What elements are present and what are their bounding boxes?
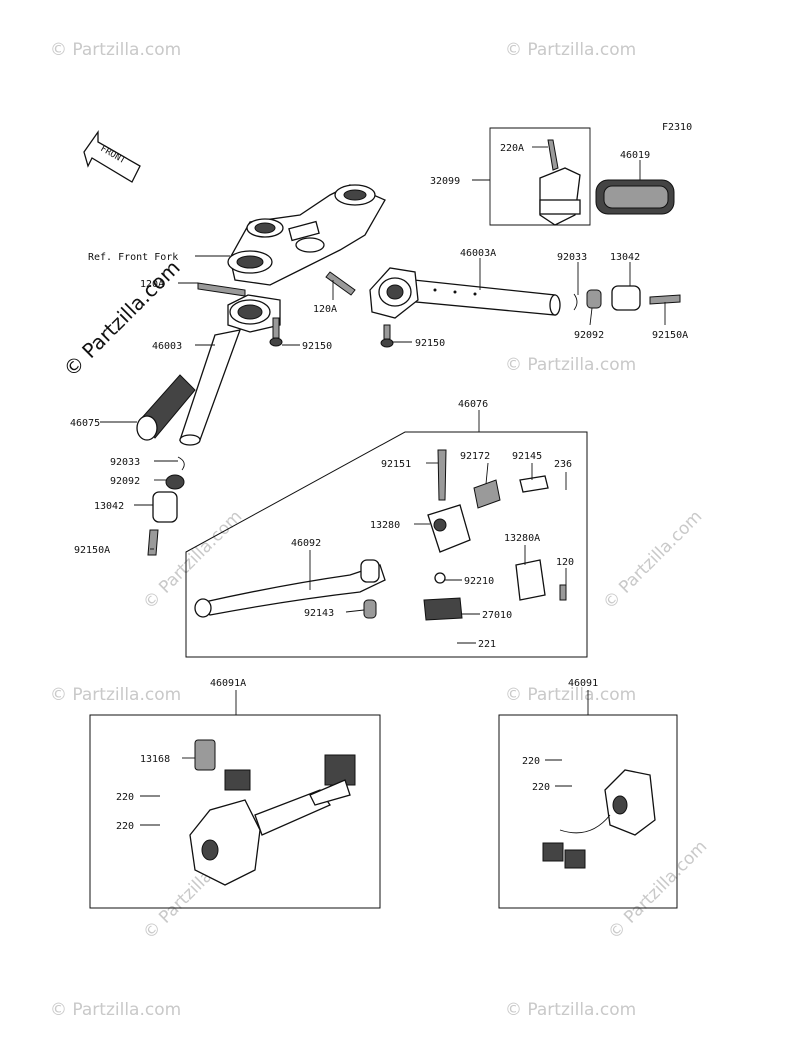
label-46076: 46076: [458, 399, 488, 410]
label-13042: 13042: [610, 252, 640, 263]
label-120: 120: [556, 557, 574, 568]
label-220A: 220A: [500, 143, 524, 154]
watermark: © Partzilla.com: [505, 40, 636, 60]
throttle-assembly: [539, 139, 675, 226]
label-92143: 92143: [304, 608, 334, 619]
front-arrow-icon: FRONT: [83, 129, 141, 183]
figure-code: F2310: [662, 122, 692, 133]
label-46003: 46003: [152, 341, 182, 352]
label-13168: 13168: [140, 754, 170, 765]
label-220: 220: [116, 821, 134, 832]
label-92150A: 92150A: [652, 330, 688, 341]
label-220: 220: [522, 756, 540, 767]
left-switch-housing: [189, 739, 356, 886]
watermark: © Partzilla.com: [505, 355, 636, 375]
label-92092: 92092: [110, 476, 140, 487]
left-handlebar: [179, 294, 281, 446]
watermark: © Partzilla.com: [599, 507, 706, 614]
label-46019: 46019: [620, 150, 650, 161]
label-92150: 92150: [415, 338, 445, 349]
label-46003A: 46003A: [460, 248, 496, 259]
label-13042: 13042: [94, 501, 124, 512]
label-92150A: 92150A: [74, 545, 110, 556]
watermark: © Partzilla.com: [50, 685, 181, 705]
label-32099: 32099: [430, 176, 460, 187]
part-labels: 32099 220A 46019 Ref. Front Fork 46003A …: [70, 143, 688, 832]
label-92145: 92145: [512, 451, 542, 462]
right-bar-end-parts: [573, 285, 681, 311]
watermark-large: © Partzilla.com: [59, 255, 185, 381]
label-120A: 120A: [140, 279, 164, 290]
lever-assembly-box: [185, 431, 588, 658]
bolts: [197, 271, 394, 348]
label-27010: 27010: [482, 610, 512, 621]
watermark: © Partzilla.com: [50, 40, 181, 60]
label-92092: 92092: [574, 330, 604, 341]
watermark: © Partzilla.com: [505, 1000, 636, 1020]
left-switch-box: [89, 714, 381, 909]
label-13280: 13280: [370, 520, 400, 531]
watermark: © Partzilla.com: [50, 1000, 181, 1020]
right-handlebar: [369, 267, 561, 319]
label-92150: 92150: [302, 341, 332, 352]
label-220: 220: [532, 782, 550, 793]
label-236: 236: [554, 459, 572, 470]
left-bar-end-parts: [147, 456, 185, 556]
label-46075: 46075: [70, 418, 100, 429]
watermark: © Partzilla.com: [505, 685, 636, 705]
right-switch-housing: [542, 769, 656, 869]
label-46092: 46092: [291, 538, 321, 549]
label-92033: 92033: [557, 252, 587, 263]
label-92172: 92172: [460, 451, 490, 462]
watermark: © Partzilla.com: [604, 837, 711, 944]
label-92033: 92033: [110, 457, 140, 468]
label-92151: 92151: [381, 459, 411, 470]
label-46091: 46091: [568, 678, 598, 689]
brake-lever-assembly: [194, 449, 567, 621]
label-13280A: 13280A: [504, 533, 540, 544]
top-triple-clamp: [227, 184, 386, 286]
label-120A: 120A: [313, 304, 337, 315]
leader-lines: [100, 127, 666, 826]
label-46091A: 46091A: [210, 678, 246, 689]
label-220: 220: [116, 792, 134, 803]
label-92210: 92210: [464, 576, 494, 587]
label-221: 221: [478, 639, 496, 650]
label-ref-front-fork: Ref. Front Fork: [88, 252, 178, 263]
left-grip: [136, 374, 196, 441]
